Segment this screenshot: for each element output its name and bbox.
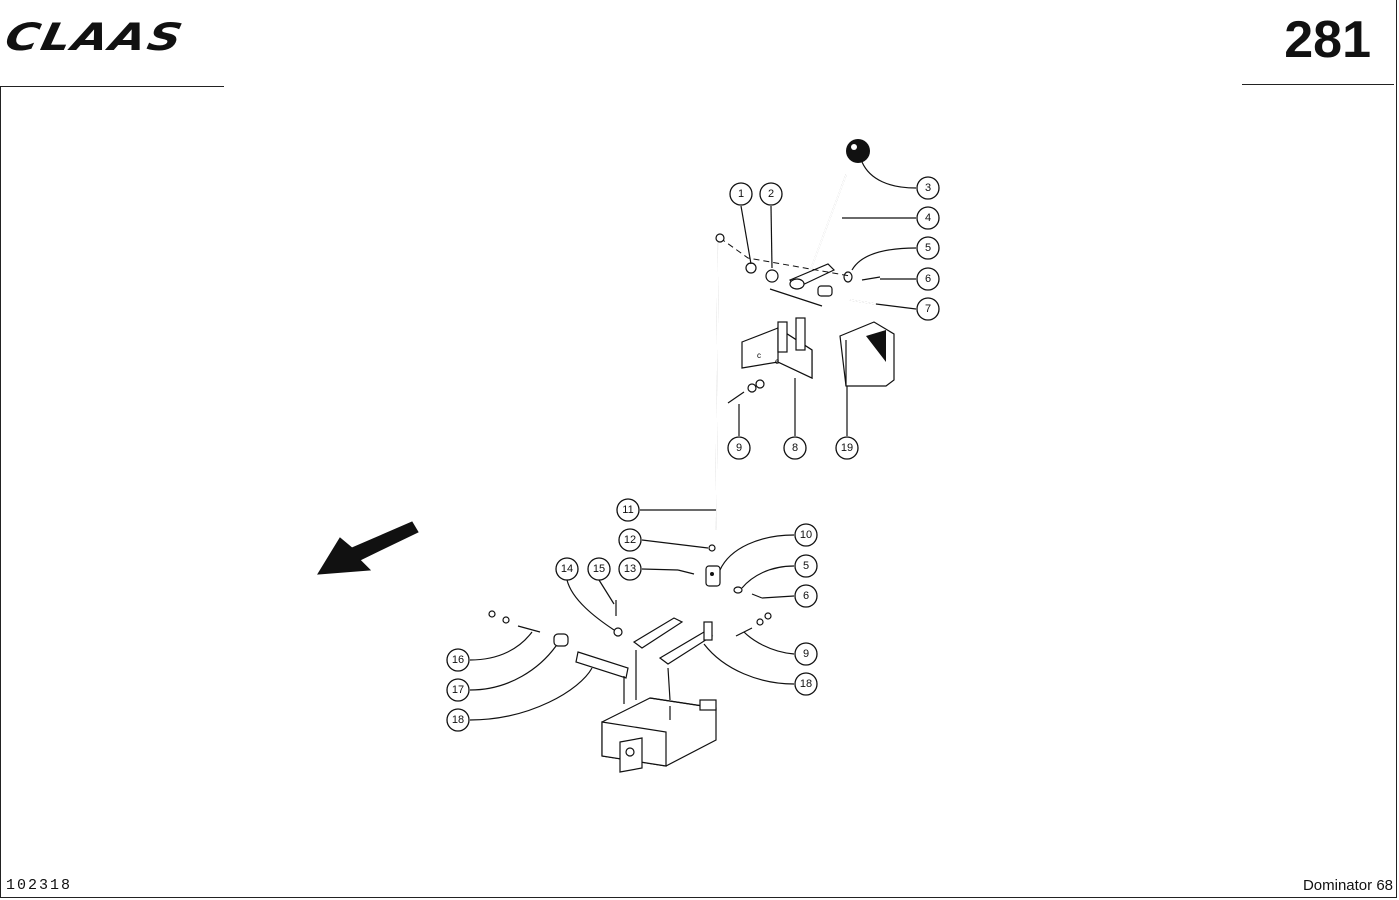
callout-13: 13 (618, 557, 642, 581)
svg-text:5: 5 (925, 242, 931, 254)
svg-text:4: 4 (925, 212, 931, 224)
control-valve-block (601, 697, 717, 773)
part-13-bolt (677, 569, 695, 575)
svg-text:8: 8 (792, 442, 798, 454)
svg-text:9: 9 (803, 648, 809, 660)
svg-text:15: 15 (593, 563, 605, 575)
svg-text:7: 7 (925, 303, 931, 315)
svg-text:5: 5 (803, 560, 809, 572)
callout-11: 11 (616, 498, 640, 522)
svg-text:16: 16 (452, 654, 464, 666)
callout-9-upper: 9 (727, 436, 751, 460)
document-id: 102318 (6, 877, 73, 894)
svg-text:6: 6 (925, 273, 931, 285)
part-14-washer (613, 627, 623, 637)
callout-8: 8 (783, 436, 807, 460)
leader-lines (469, 161, 917, 721)
callout-16: 16 (446, 648, 470, 672)
page-number: 281 (1284, 11, 1371, 69)
left-border (0, 86, 1, 898)
header-divider-left (0, 86, 224, 87)
part-12-washer (708, 544, 716, 552)
svg-text:17: 17 (452, 684, 464, 696)
model-name: Dominator 68 (1302, 877, 1393, 894)
svg-text:3: 3 (925, 182, 931, 194)
callout-9-lower: 9 (794, 642, 818, 666)
part-18-link-arms (575, 617, 714, 679)
part-10-clevis (705, 565, 721, 587)
callout-6-lower: 6 (794, 584, 818, 608)
svg-text:2: 2 (768, 188, 774, 200)
callout-5-lower: 5 (794, 554, 818, 578)
callout-2: 2 (759, 182, 783, 206)
part-1-nut (745, 262, 757, 274)
svg-text:6: 6 (803, 590, 809, 602)
callout-1: 1 (729, 182, 753, 206)
svg-text:13: 13 (624, 563, 636, 575)
header-divider-right (1242, 84, 1394, 85)
part-4-lever (789, 174, 847, 290)
part-9-bolt-upper (727, 379, 765, 404)
callout-5-upper: 5 (916, 236, 940, 260)
part-11-rod (715, 233, 725, 531)
callout-17: 17 (446, 678, 470, 702)
svg-text:19: 19 (841, 442, 853, 454)
callout-6-upper: 6 (916, 267, 940, 291)
part-19-cover (839, 321, 895, 387)
callout-12: 12 (618, 528, 642, 552)
svg-text:1: 1 (738, 188, 744, 200)
callout-4: 4 (916, 206, 940, 230)
svg-text:9: 9 (736, 442, 742, 454)
svg-text:14: 14 (561, 563, 573, 575)
svg-text:12: 12 (624, 534, 636, 546)
callout-19: 19 (835, 436, 859, 460)
svg-text:10: 10 (800, 529, 812, 541)
svg-text:c: c (775, 357, 779, 366)
callout-18-right: 18 (794, 672, 818, 696)
part-3-knob (846, 139, 870, 163)
svg-text:11: 11 (622, 504, 633, 516)
part-8-bracket: c c (741, 317, 813, 379)
part-9-bolt-lower (735, 612, 772, 637)
part-16-bolt (488, 610, 541, 633)
callout-15: 15 (587, 557, 611, 581)
part-5-washer (843, 271, 853, 283)
svg-text:c: c (757, 351, 761, 360)
callout-10: 10 (794, 523, 818, 547)
part-17-bushing (553, 633, 569, 647)
part-2-bushing (765, 269, 779, 283)
callout-3: 3 (916, 176, 940, 200)
part-6-pin (861, 276, 881, 281)
callout-7: 7 (916, 297, 940, 321)
svg-text:18: 18 (800, 678, 812, 690)
callout-18-left: 18 (446, 708, 470, 732)
travel-direction-arrow-icon (317, 521, 419, 575)
callout-14: 14 (555, 557, 579, 581)
svg-text:18: 18 (452, 714, 464, 726)
